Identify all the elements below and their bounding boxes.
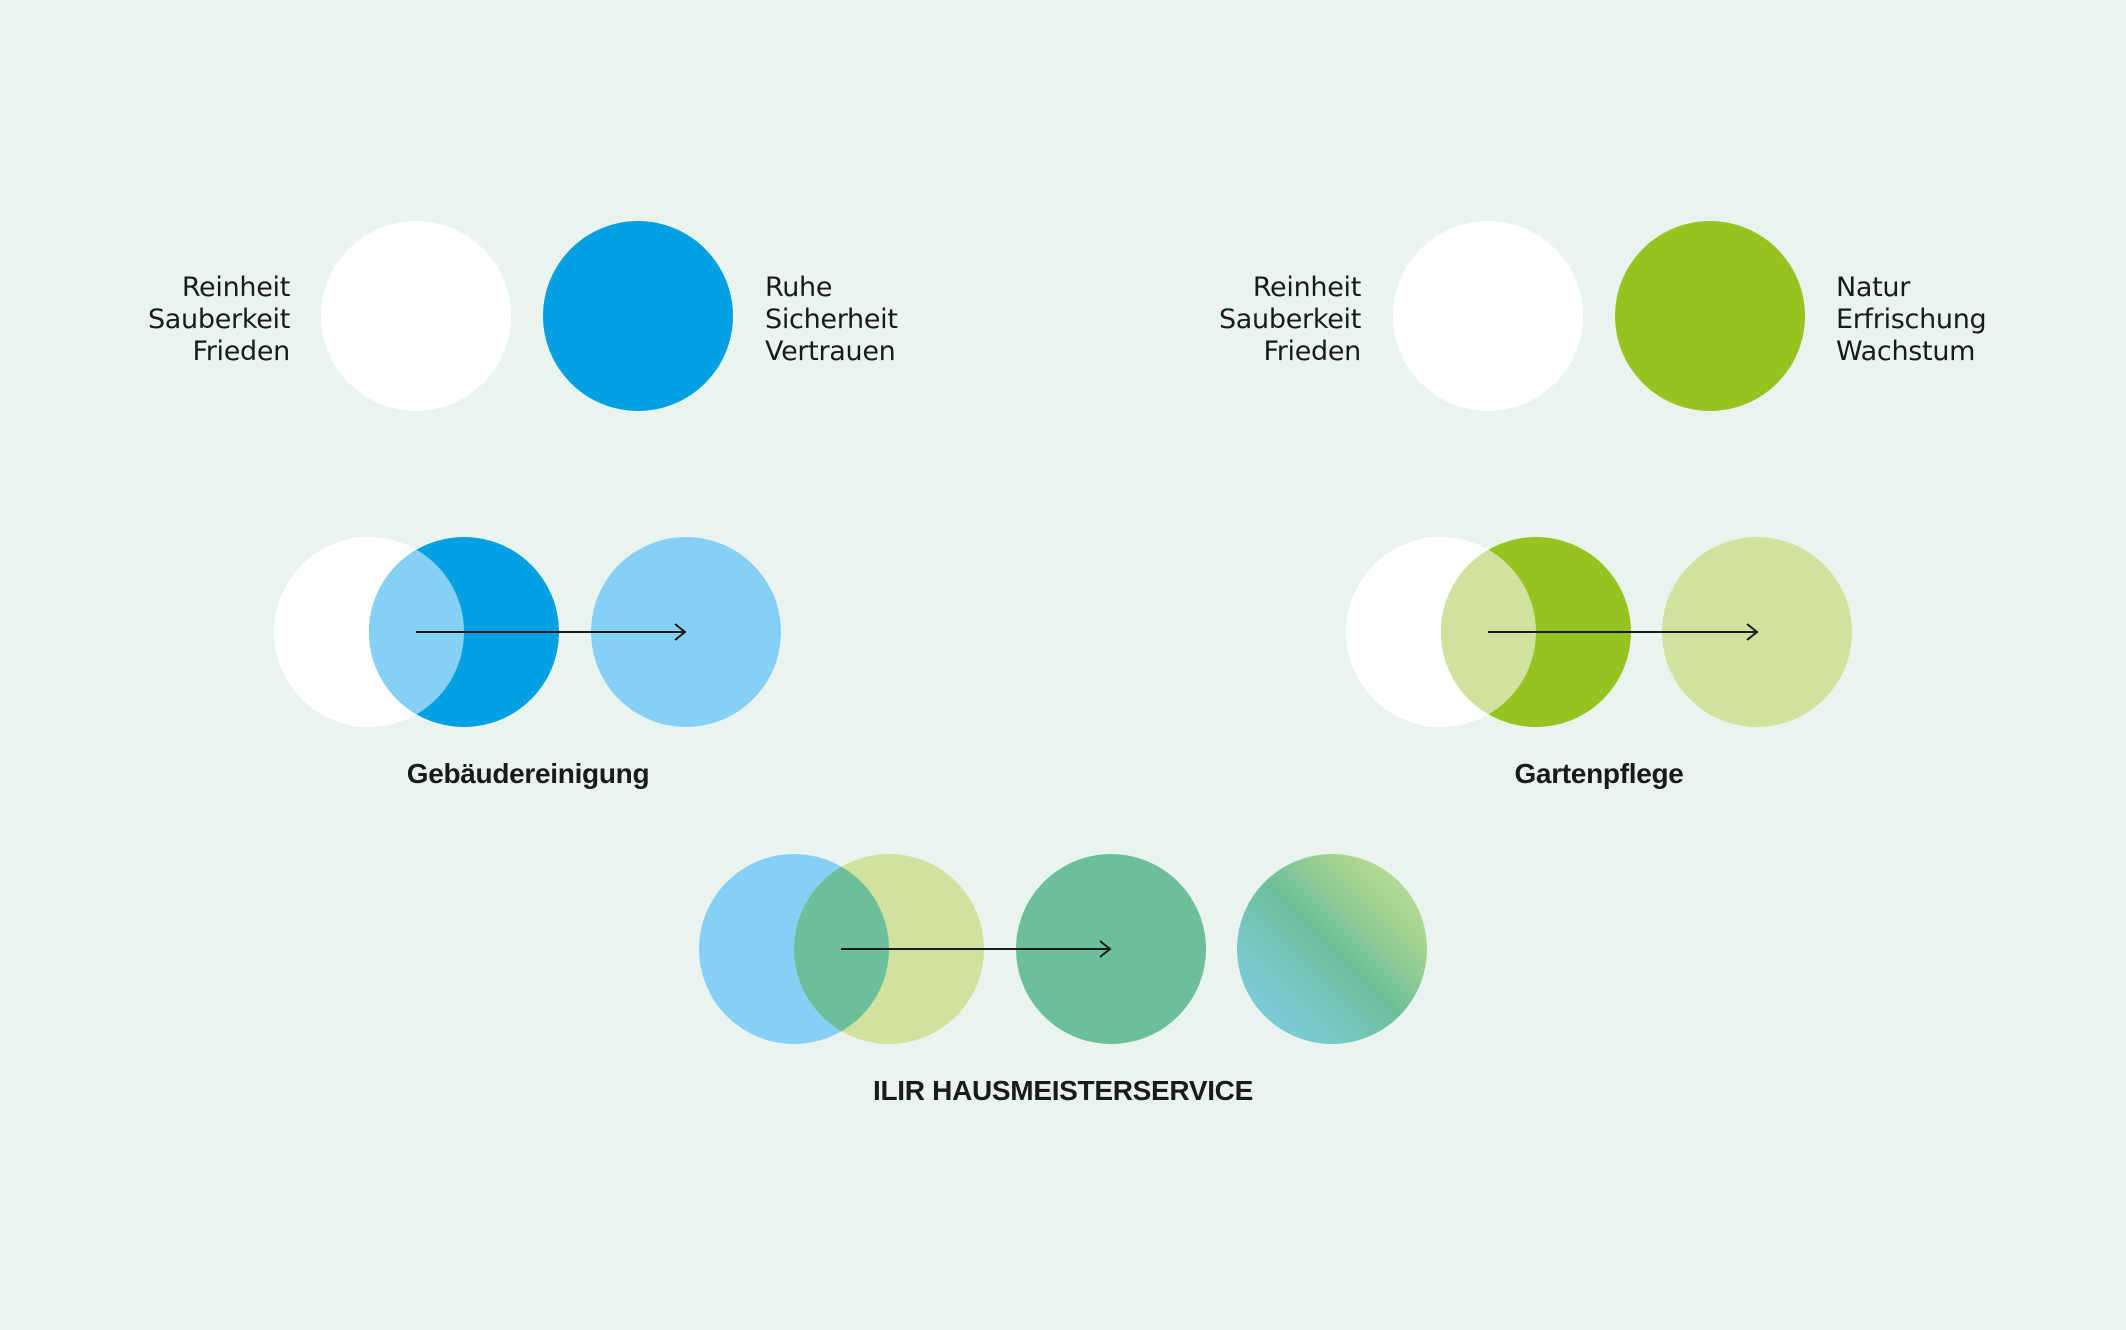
brand-caption: ILIR HAUSMEISTERSERVICE: [873, 1075, 1253, 1106]
garden-caption: Gartenpflege: [1514, 758, 1684, 789]
word: Reinheit: [1252, 272, 1361, 303]
gradient-brand-circle: [1237, 854, 1427, 1044]
garden-right-words: Natur Erfrischung Wachstum: [1836, 272, 2056, 368]
arrow-icon: [1488, 623, 1759, 641]
word: Sauberkeit: [147, 304, 290, 335]
word: Frieden: [1263, 336, 1361, 367]
word: Erfrischung: [1836, 304, 1987, 335]
arrow-icon: [841, 940, 1112, 958]
arrow-icon: [416, 623, 687, 641]
word: Frieden: [192, 336, 290, 367]
word: Wachstum: [1836, 336, 1976, 367]
white-circle: [321, 221, 511, 411]
word: Natur: [1836, 272, 1911, 303]
garden-left-words: Reinheit Sauberkeit Frieden: [1181, 272, 1361, 368]
white-circle: [1393, 221, 1583, 411]
blue-circle: [543, 221, 733, 411]
word: Reinheit: [181, 272, 290, 303]
word: Sicherheit: [765, 304, 898, 335]
word: Vertrauen: [765, 336, 896, 367]
cleaning-right-words: Ruhe Sicherheit Vertrauen: [765, 272, 965, 368]
cleaning-caption: Gebäudereinigung: [406, 758, 650, 789]
word: Ruhe: [765, 272, 833, 303]
cleaning-left-words: Reinheit Sauberkeit Frieden: [110, 272, 290, 368]
green-circle: [1615, 221, 1805, 411]
word: Sauberkeit: [1218, 304, 1361, 335]
